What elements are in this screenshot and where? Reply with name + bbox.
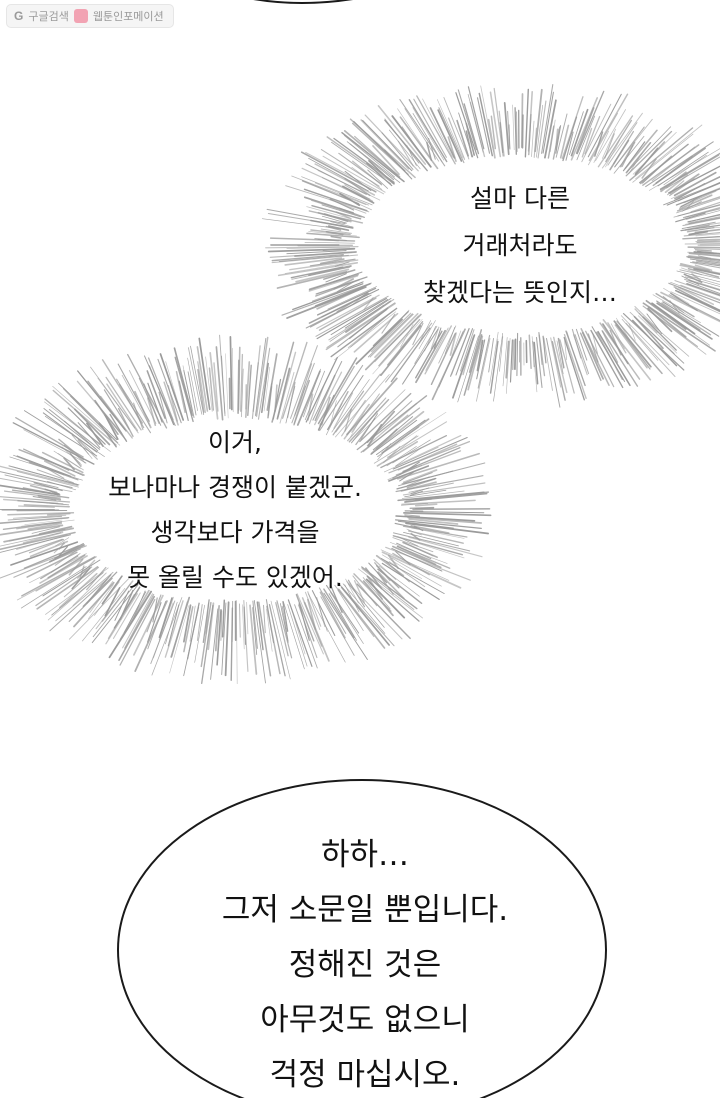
speech-line: 그저 소문일 뿐입니다. bbox=[160, 883, 570, 938]
burst-line bbox=[513, 340, 514, 369]
burst-line bbox=[517, 112, 518, 152]
burst-line bbox=[232, 601, 233, 642]
burst-line bbox=[240, 604, 241, 637]
burst-line bbox=[511, 340, 513, 382]
thought-1-line: 거래처라도 bbox=[380, 222, 660, 269]
google-g-icon: G bbox=[14, 9, 23, 23]
thought-text-1: 설마 다른 거래처라도 찾겠다는 뜻인지… bbox=[380, 175, 660, 316]
burst-line bbox=[363, 121, 412, 171]
burst-line bbox=[264, 605, 266, 632]
burst-line bbox=[238, 360, 239, 413]
speech-line: 걱정 마십시오. bbox=[160, 1048, 570, 1103]
burst-line bbox=[478, 98, 490, 153]
burst-line bbox=[230, 337, 231, 410]
webtoon-info-icon bbox=[74, 9, 88, 23]
thought-1-line: 설마 다른 bbox=[380, 175, 660, 222]
thought-2-line: 못 올릴 수도 있겠어. bbox=[60, 555, 410, 600]
burst-line bbox=[416, 504, 437, 506]
burst-line bbox=[331, 237, 341, 239]
burst-line bbox=[413, 509, 489, 510]
burst-line bbox=[34, 483, 62, 491]
google-search-label: 구글검색 bbox=[28, 8, 68, 24]
burst-line bbox=[233, 348, 234, 412]
burst-line bbox=[129, 371, 156, 424]
burst-line bbox=[517, 333, 518, 375]
burst-line bbox=[529, 335, 531, 368]
speech-line: 아무것도 없으니 bbox=[160, 993, 570, 1048]
burst-line bbox=[688, 247, 720, 248]
site-label: 웹툰인포메이션 bbox=[93, 8, 164, 24]
thought-2-line: 생각보다 가격을 bbox=[60, 510, 410, 555]
burst-line bbox=[236, 600, 237, 683]
burst-line bbox=[515, 339, 516, 369]
burst-line bbox=[404, 513, 491, 515]
thought-2-line: 보나마나 경쟁이 붙겠군. bbox=[60, 465, 410, 510]
watermark-badge: G 구글검색 웹툰인포메이션 bbox=[6, 4, 174, 28]
speech-text: 하하… 그저 소문일 뿐입니다. 정해진 것은 아무것도 없으니 걱정 마십시오… bbox=[160, 828, 570, 1103]
burst-line bbox=[247, 602, 248, 634]
burst-line bbox=[513, 105, 515, 150]
burst-line bbox=[244, 607, 245, 644]
burst-line bbox=[226, 354, 229, 418]
burst-line bbox=[525, 89, 528, 156]
burst-line bbox=[305, 242, 355, 243]
burst-line bbox=[685, 243, 720, 244]
top-bubble-edge bbox=[238, 0, 370, 3]
speech-line: 하하… bbox=[160, 828, 570, 883]
thought-1-line: 찾겠다는 뜻인지… bbox=[380, 269, 660, 316]
burst-line bbox=[226, 602, 229, 675]
thought-2-line: 이거, bbox=[60, 420, 410, 465]
speech-line: 정해진 것은 bbox=[160, 938, 570, 993]
thought-text-2: 이거, 보나마나 경쟁이 붙겠군. 생각보다 가격을 못 올릴 수도 있겠어. bbox=[60, 420, 410, 600]
burst-line bbox=[532, 121, 535, 157]
